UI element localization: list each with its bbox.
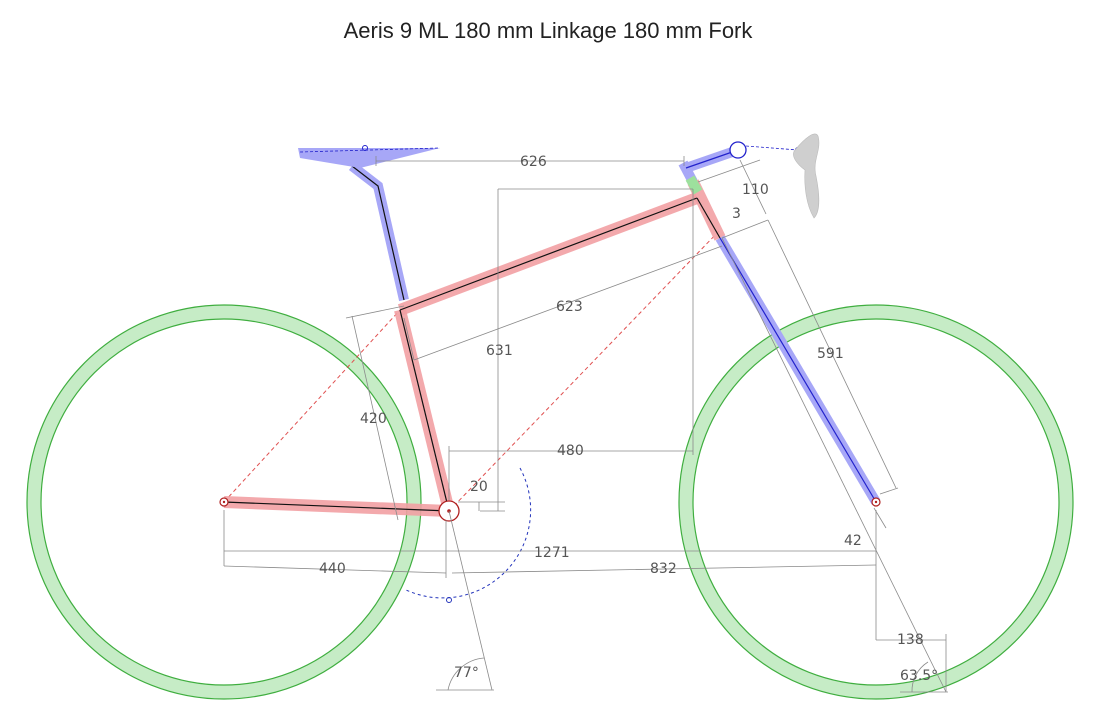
label-front-center: 832: [650, 561, 677, 577]
frame: [219, 179, 726, 522]
label-chainstay: 440: [319, 561, 346, 577]
label-fork-offset: 42: [844, 533, 862, 549]
saddle: [298, 148, 440, 168]
label-headset-spacer: 110: [742, 182, 769, 198]
label-bb-drop: 20: [470, 479, 488, 495]
label-seat-angle: 77°: [454, 665, 479, 681]
front-wheel: [678, 304, 1074, 700]
construction-lines: [223, 229, 721, 603]
rear-wheel: [26, 304, 422, 700]
label-seat-tube: 420: [360, 411, 387, 427]
label-stack: 631: [486, 343, 513, 359]
label-top-tube: 623: [556, 299, 583, 315]
label-trail: 138: [897, 632, 924, 648]
dimension-lines: [223, 156, 948, 693]
label-fork-length: 591: [817, 346, 844, 362]
label-head-offset: 3: [732, 206, 741, 222]
components: [298, 133, 881, 507]
handlebar-clamp: [729, 141, 747, 159]
page-title: Aeris 9 ML 180 mm Linkage 180 mm Fork: [343, 18, 753, 43]
label-front-center-h: 480: [557, 443, 584, 459]
label-head-angle: 63.5°: [900, 668, 938, 684]
label-wheelbase: 1271: [534, 545, 570, 561]
dimension-labels: 626 631 623 420 110 3 591 480 20 1271 44…: [319, 154, 938, 684]
label-reach-top: 626: [520, 154, 547, 170]
brake-lever-icon: [793, 133, 820, 219]
